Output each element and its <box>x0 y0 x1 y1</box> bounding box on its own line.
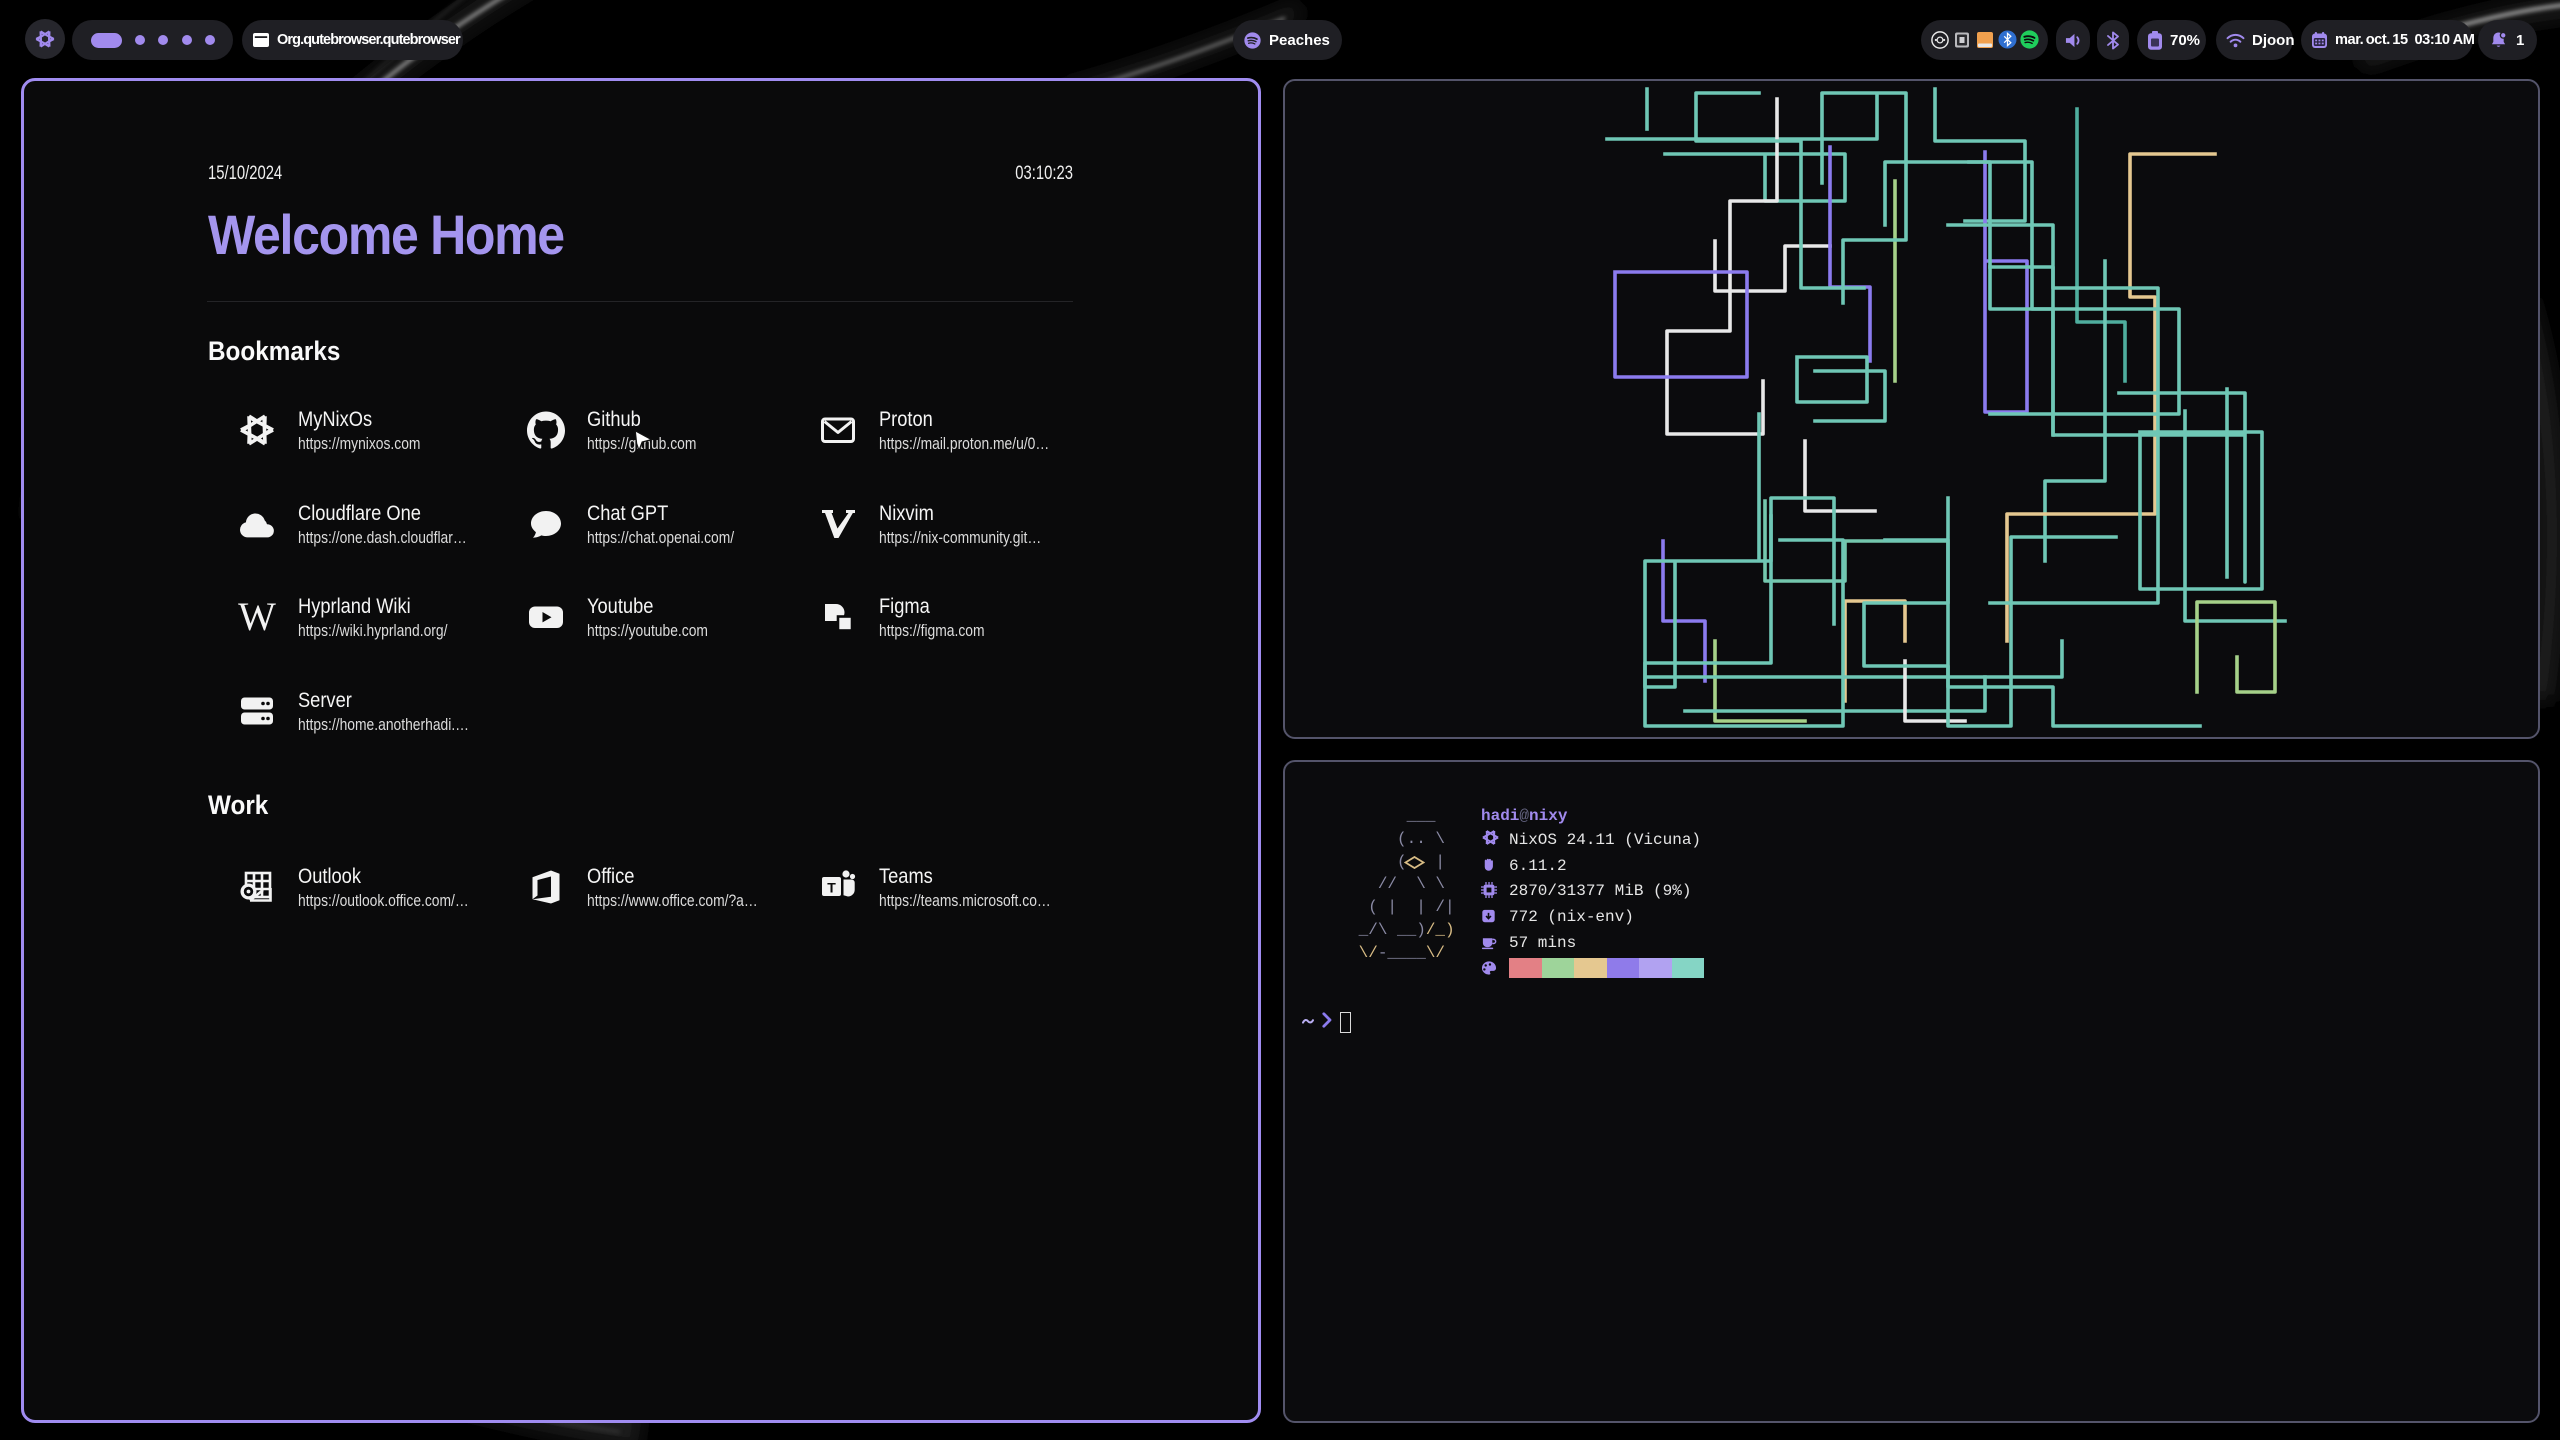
svg-text:T: T <box>827 880 836 896</box>
svg-text:W: W <box>238 597 276 637</box>
